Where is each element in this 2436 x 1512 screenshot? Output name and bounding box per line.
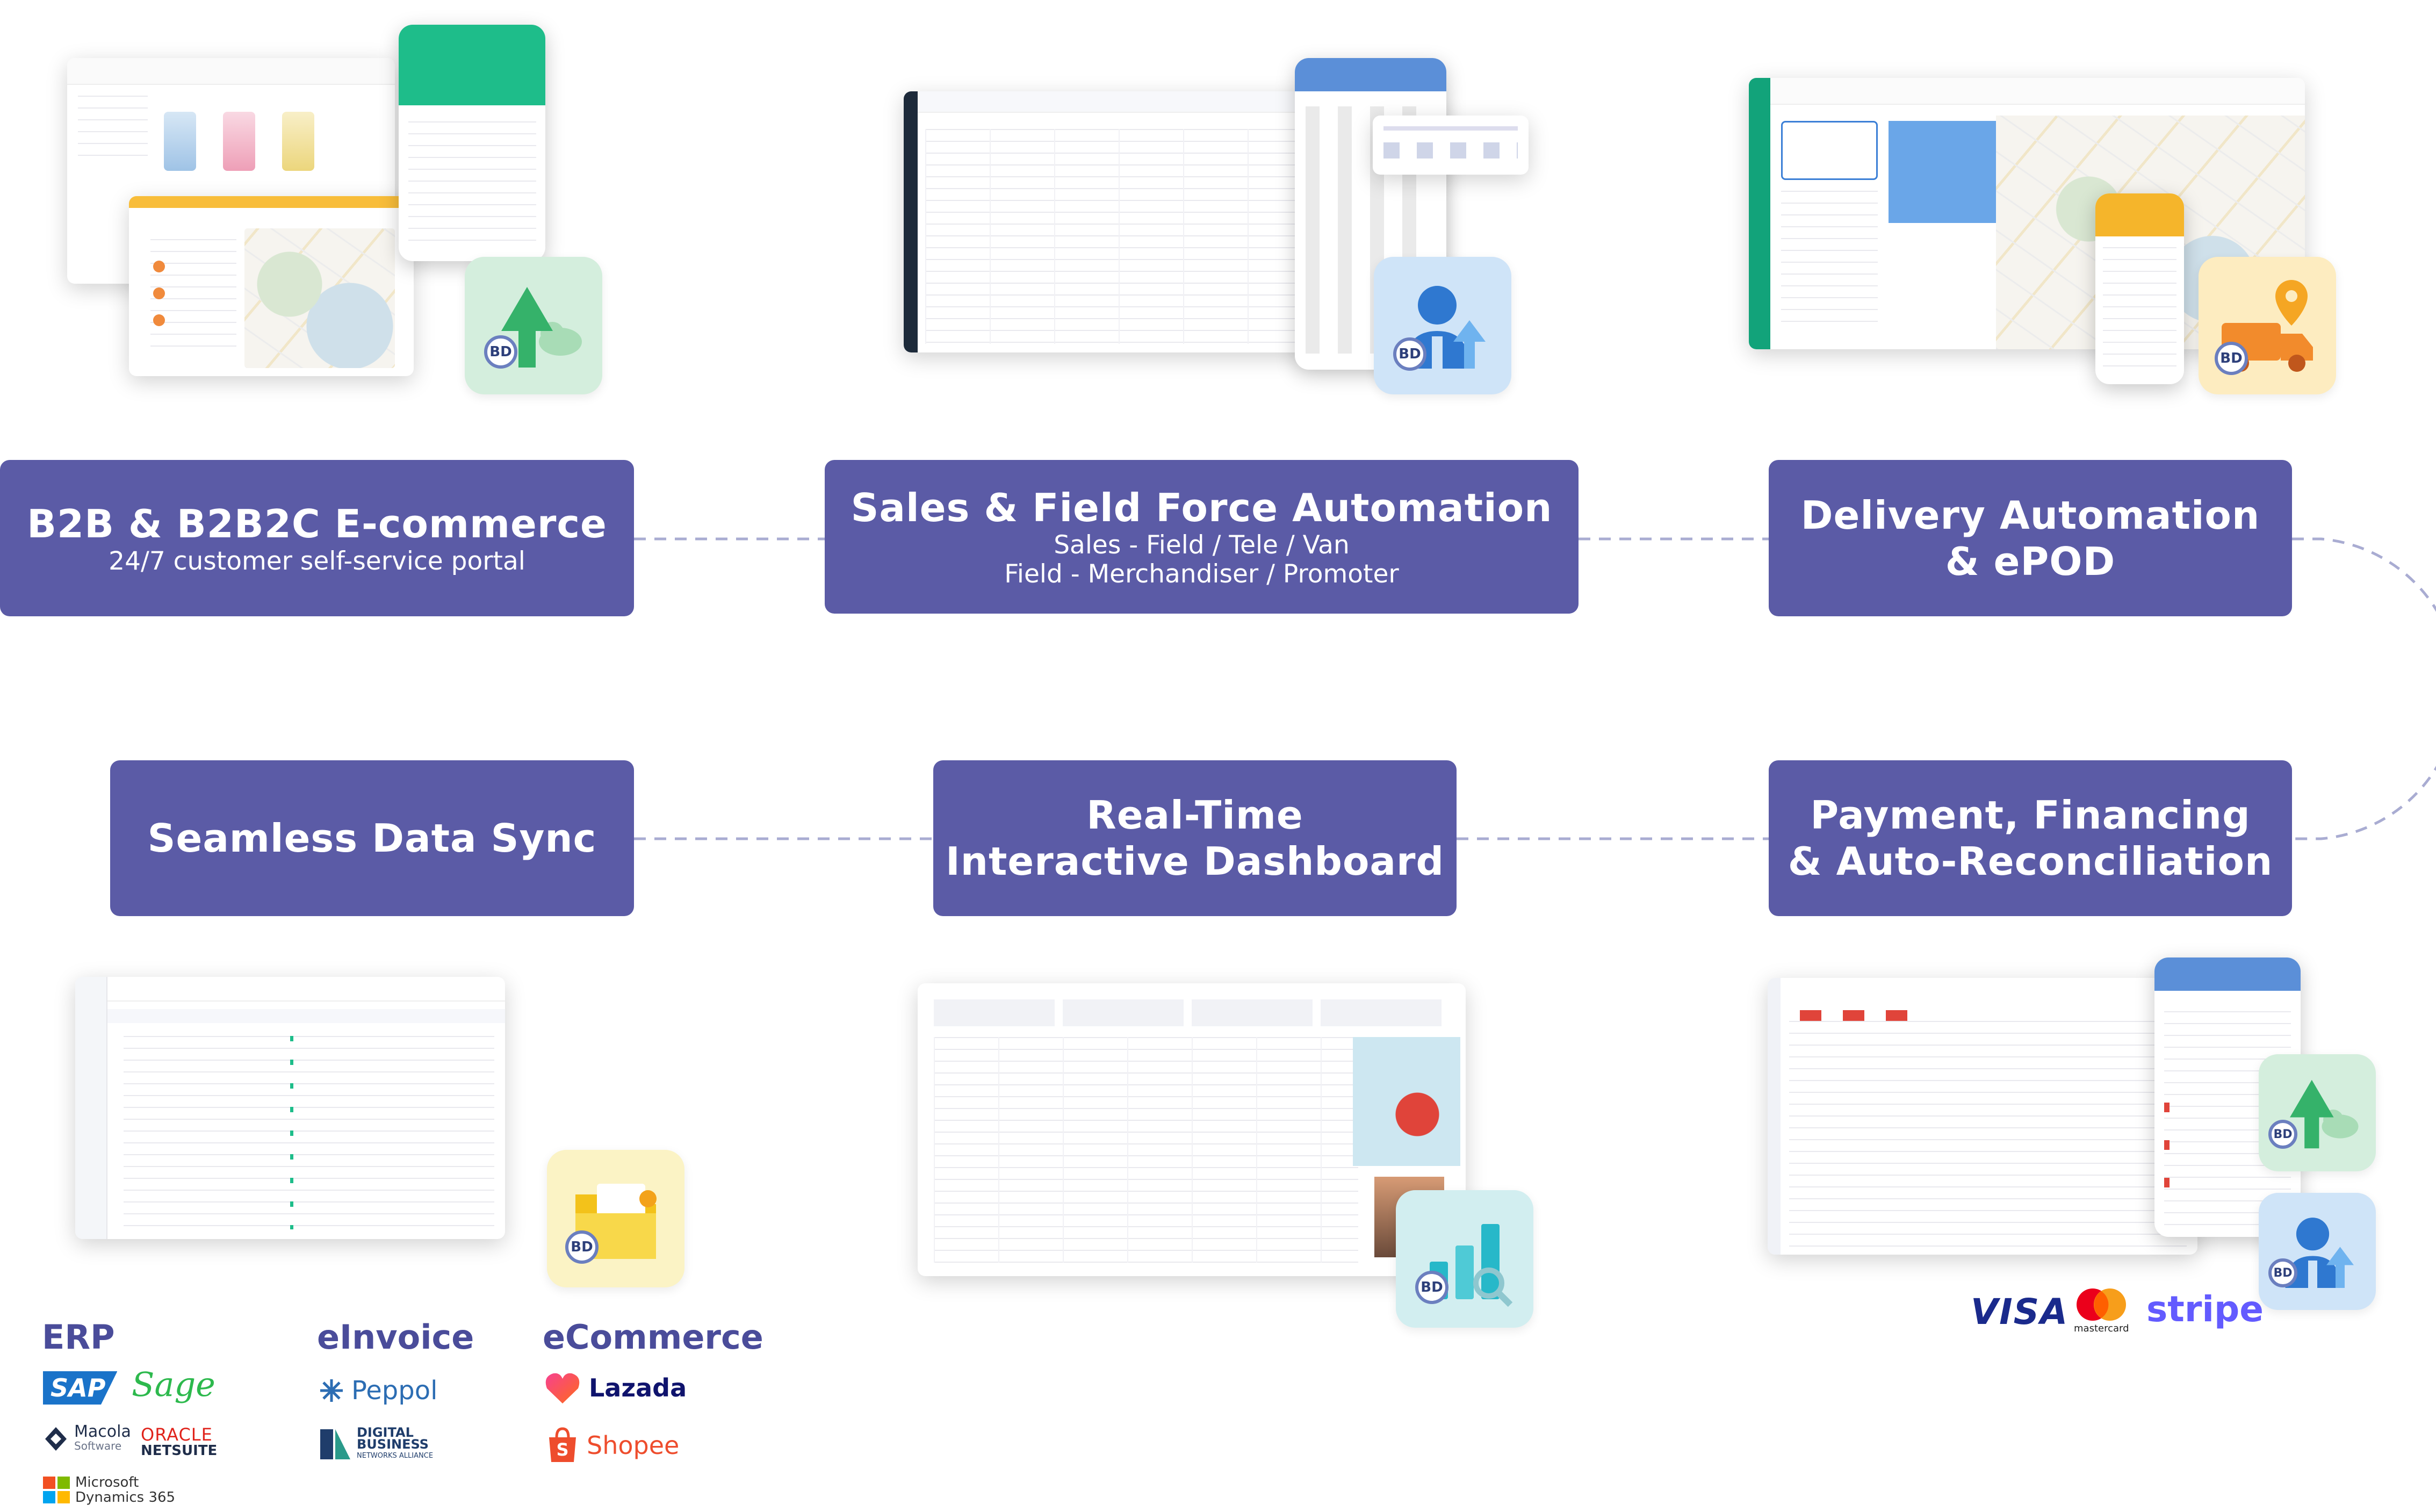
data-sync-screenshot: [75, 977, 505, 1239]
visa-logo: VISA: [1971, 1291, 2069, 1333]
macola-logo-text: Macola: [74, 1422, 131, 1441]
module-dashboard-title-1: Real-Time: [1086, 793, 1303, 838]
dbna-logo-text-2: BUSINESS: [357, 1437, 429, 1452]
dbna-logo-text-3: NETWORKS ALLIANCE: [357, 1452, 434, 1460]
dashboard-screenshot: [918, 983, 1466, 1276]
sales-person-icon: BD: [1374, 257, 1511, 394]
bd-logo-badge: BD: [484, 335, 517, 369]
mastercard-logo-text: mastercard: [2074, 1323, 2129, 1334]
stripe-logo: stripe: [2146, 1288, 2264, 1330]
microsoft-dynamics-logo: Microsoft Dynamics 365: [43, 1475, 175, 1505]
bd-logo-badge: BD: [2268, 1258, 2297, 1287]
ecommerce-heading: eCommerce: [543, 1317, 763, 1357]
dbna-mark-icon: [320, 1429, 350, 1459]
dashboard-chart-icon: BD: [1396, 1190, 1533, 1328]
bd-logo-badge: BD: [1393, 337, 1426, 371]
peppol-logo-text: Peppol: [351, 1376, 438, 1406]
data-sync-folder-icon: BD: [547, 1150, 684, 1287]
svg-text:S: S: [556, 1439, 568, 1460]
oracle-logo-text: ORACLE: [141, 1424, 213, 1445]
microsoft-logo-text: Microsoft: [75, 1474, 139, 1491]
oracle-netsuite-logo: ORACLE NETSUITE: [141, 1424, 218, 1459]
bd-logo-badge: BD: [2215, 342, 2248, 375]
einvoice-heading: eInvoice: [317, 1317, 474, 1357]
module-ecommerce-subtitle: 24/7 customer self-service portal: [109, 546, 525, 576]
module-dashboard-title-2: Interactive Dashboard: [945, 839, 1445, 884]
shopee-logo-text: Shopee: [587, 1431, 680, 1460]
module-delivery-title-2: & ePOD: [1945, 538, 2116, 584]
module-sales-subtitle-1: Sales - Field / Tele / Van: [1054, 530, 1350, 560]
module-sales-subtitle-2: Field - Merchandiser / Promoter: [1004, 559, 1399, 589]
macola-mark-icon: [45, 1427, 67, 1451]
module-datasync: Seamless Data Sync: [110, 760, 634, 916]
dbna-logo-text-1: DIGITAL: [357, 1425, 414, 1440]
shopee-bag-icon: S: [549, 1427, 576, 1462]
netsuite-logo-text: NETSUITE: [141, 1443, 218, 1459]
dynamics-logo-text: Dynamics 365: [75, 1489, 176, 1506]
peppol-logo: Peppol: [318, 1376, 437, 1406]
sap-logo-text: SAP: [43, 1371, 118, 1405]
module-payment-title-2: & Auto-Reconciliation: [1788, 839, 2273, 884]
dbna-logo: DIGITAL BUSINESS NETWORKS ALLIANCE: [319, 1425, 434, 1462]
module-sales: Sales & Field Force Automation Sales - F…: [825, 460, 1579, 614]
delivery-truck-icon: BD: [2199, 257, 2336, 394]
lazada-logo: Lazada: [544, 1369, 687, 1407]
delivery-route-planning-screenshot: [1749, 78, 2305, 349]
module-delivery-title-1: Delivery Automation: [1800, 492, 2260, 538]
peppol-mark-icon: [320, 1379, 343, 1402]
module-sales-title: Sales & Field Force Automation: [851, 485, 1553, 530]
sage-logo-text: Sage: [132, 1365, 215, 1404]
bd-logo-badge: BD: [2268, 1120, 2297, 1149]
delivery-mobile-screenshot: [2095, 193, 2184, 384]
sales-attendance-popup: [1373, 116, 1529, 175]
payment-growth-icon: BD: [2259, 1054, 2376, 1171]
module-dashboard: Real-Time Interactive Dashboard: [933, 760, 1457, 916]
lazada-heart-icon: [545, 1373, 580, 1403]
macola-logo: Macola Software: [43, 1422, 131, 1453]
mastercard-circles-icon: [2077, 1288, 2127, 1321]
bd-logo-badge: BD: [565, 1230, 599, 1264]
mastercard-logo: mastercard: [2074, 1287, 2129, 1334]
ecommerce-order-screenshot: [129, 196, 414, 376]
module-datasync-title: Seamless Data Sync: [147, 816, 597, 861]
module-ecommerce-title: B2B & B2B2C E-commerce: [27, 501, 607, 546]
bd-logo-badge: BD: [1415, 1271, 1448, 1304]
microsoft-logo-icon: [43, 1477, 70, 1503]
macola-logo-subtext: Software: [74, 1439, 122, 1452]
erp-heading: ERP: [42, 1317, 115, 1357]
shopee-logo: S Shopee: [546, 1427, 679, 1464]
module-payment: Payment, Financing & Auto-Reconciliation: [1769, 760, 2292, 916]
lazada-logo-text: Lazada: [589, 1373, 687, 1402]
payment-person-icon: BD: [2259, 1193, 2376, 1310]
payment-reconciliation-screenshot: [1768, 978, 2197, 1255]
ecommerce-growth-icon: BD: [465, 257, 602, 394]
ecommerce-mobile-screenshot: [399, 25, 545, 261]
module-payment-title-1: Payment, Financing: [1810, 793, 2251, 838]
sap-logo: SAP: [43, 1371, 118, 1405]
sage-logo: Sage: [132, 1365, 215, 1404]
module-ecommerce: B2B & B2B2C E-commerce 24/7 customer sel…: [0, 460, 634, 616]
module-delivery: Delivery Automation & ePOD: [1769, 460, 2292, 616]
